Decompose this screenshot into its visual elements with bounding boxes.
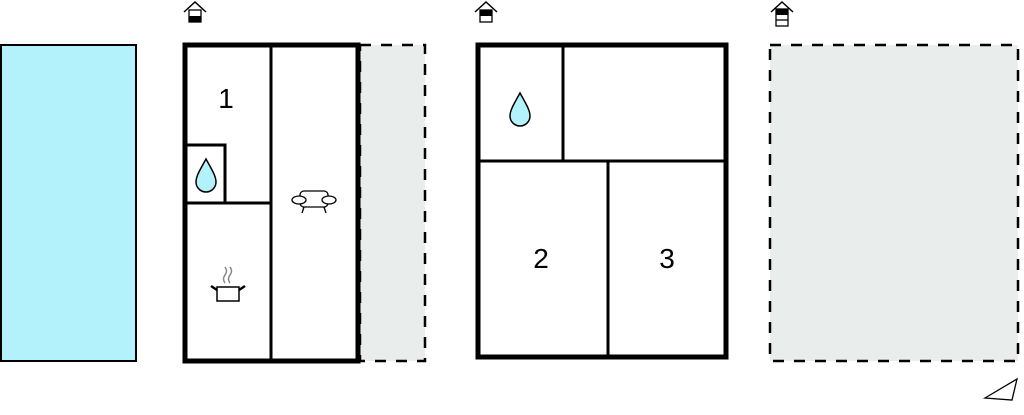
floor-first-icon xyxy=(474,0,498,23)
floor-ground: 1 xyxy=(182,0,427,364)
room-3-label: 3 xyxy=(659,243,675,274)
floor-second xyxy=(768,0,1020,363)
room-1-label: 1 xyxy=(218,83,234,114)
terrace xyxy=(358,43,427,363)
floor-first: 2 3 xyxy=(474,0,729,360)
floor-ground-icon xyxy=(183,0,207,23)
floor-second-icon xyxy=(770,0,794,27)
room-2-label: 2 xyxy=(533,243,549,274)
cooking-pot-icon xyxy=(210,266,246,302)
sofa-icon xyxy=(291,190,337,214)
pool xyxy=(0,44,137,362)
compass-north-icon xyxy=(982,377,1018,401)
